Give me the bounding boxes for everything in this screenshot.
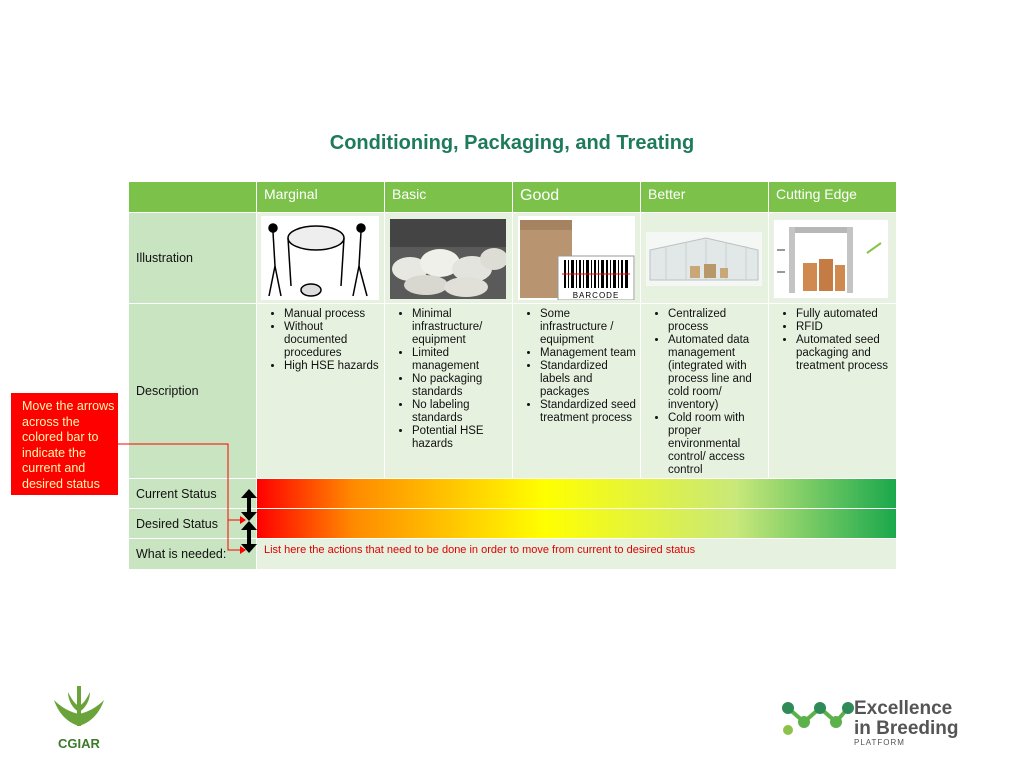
- maturity-table: Marginal Basic Good Better Cutting Edge …: [128, 181, 897, 570]
- description-cutting-edge: Fully automatedRFIDAutomated seed packag…: [769, 308, 896, 373]
- status-arrows: [241, 489, 257, 553]
- description-bullet: No packaging standards: [412, 373, 508, 399]
- col-good: Good: [512, 181, 641, 213]
- description-bullet: Fully automated: [796, 308, 892, 321]
- row-label-what-is-needed: What is needed:: [128, 538, 257, 570]
- callout-connector: [118, 443, 246, 554]
- cgiar-logo-text: CGIAR: [58, 736, 101, 751]
- description-bullet: Manual process: [284, 308, 380, 321]
- what-is-needed-row: What is needed: List here the actions th…: [128, 538, 897, 570]
- desired-status-arrow[interactable]: [241, 521, 257, 553]
- header-corner: [128, 181, 257, 213]
- description-bullet: Standardized seed treatment process: [540, 399, 636, 425]
- eib-logo: Excellence in Breeding PLATFORM: [782, 698, 959, 747]
- description-marginal: Manual processWithout documented procedu…: [257, 308, 384, 373]
- page-title: Conditioning, Packaging, and Treating: [329, 132, 695, 154]
- current-status-arrow[interactable]: [241, 489, 257, 521]
- row-label-desired-status: Desired Status: [128, 508, 257, 539]
- description-bullet: Management team: [540, 347, 636, 360]
- description-bullet: Centralized process: [668, 308, 764, 334]
- description-bullet: Without documented procedures: [284, 321, 380, 360]
- description-bullet: Minimal infrastructure/ equipment: [412, 308, 508, 347]
- current-status-row: Current Status: [128, 478, 897, 509]
- description-bullet: Some infrastructure / equipment: [540, 308, 636, 347]
- cold-room-illustration: [646, 232, 762, 286]
- description-bullet: Limited management: [412, 347, 508, 373]
- manual-labor-illustration: [261, 216, 379, 300]
- barcode-label: BARCODE: [573, 291, 620, 300]
- instruction-callout: Move the arrows across the colored bar t…: [11, 393, 118, 495]
- description-row: Description Manual processWithout docume…: [128, 303, 897, 479]
- desired-status-bar[interactable]: [256, 508, 897, 539]
- description-good: Some infrastructure / equipmentManagemen…: [513, 308, 640, 425]
- paper-bag-barcode-illustration: BARCODE: [518, 216, 635, 300]
- description-bullet: High HSE hazards: [284, 360, 380, 373]
- current-status-bar[interactable]: [256, 478, 897, 509]
- description-bullet: RFID: [796, 321, 892, 334]
- what-is-needed-text[interactable]: List here the actions that need to be do…: [264, 544, 696, 556]
- description-bullet: Potential HSE hazards: [412, 425, 508, 451]
- description-bullet: Standardized labels and packages: [540, 360, 636, 399]
- cgiar-logo: CGIAR: [54, 686, 104, 751]
- automated-packaging-illustration: [773, 219, 889, 299]
- col-better: Better: [640, 181, 769, 213]
- description-bullet: Automated seed packaging and treatment p…: [796, 334, 892, 373]
- description-bullet: Cold room with proper environmental cont…: [668, 412, 764, 477]
- header-row: Marginal Basic Good Better Cutting Edge: [128, 181, 897, 213]
- description-better: Centralized processAutomated data manage…: [641, 308, 768, 477]
- eib-logo-line1: Excellence: [854, 698, 952, 719]
- row-label-illustration: Illustration: [128, 212, 257, 304]
- col-cutting-edge: Cutting Edge: [768, 181, 897, 213]
- row-label-description: Description: [128, 303, 257, 479]
- col-marginal: Marginal: [256, 181, 385, 213]
- row-label-current-status: Current Status: [128, 478, 257, 509]
- seed-bags-warehouse-illustration: [390, 219, 506, 299]
- what-is-needed-cell[interactable]: List here the actions that need to be do…: [256, 538, 897, 570]
- description-bullet: Automated data management (integrated wi…: [668, 334, 764, 412]
- eib-logo-line2: in Breeding: [854, 718, 959, 739]
- eib-logo-line3: PLATFORM: [854, 738, 905, 747]
- desired-status-row: Desired Status: [128, 508, 897, 539]
- description-bullet: No labeling standards: [412, 399, 508, 425]
- description-basic: Minimal infrastructure/ equipmentLimited…: [385, 308, 512, 451]
- col-basic: Basic: [384, 181, 513, 213]
